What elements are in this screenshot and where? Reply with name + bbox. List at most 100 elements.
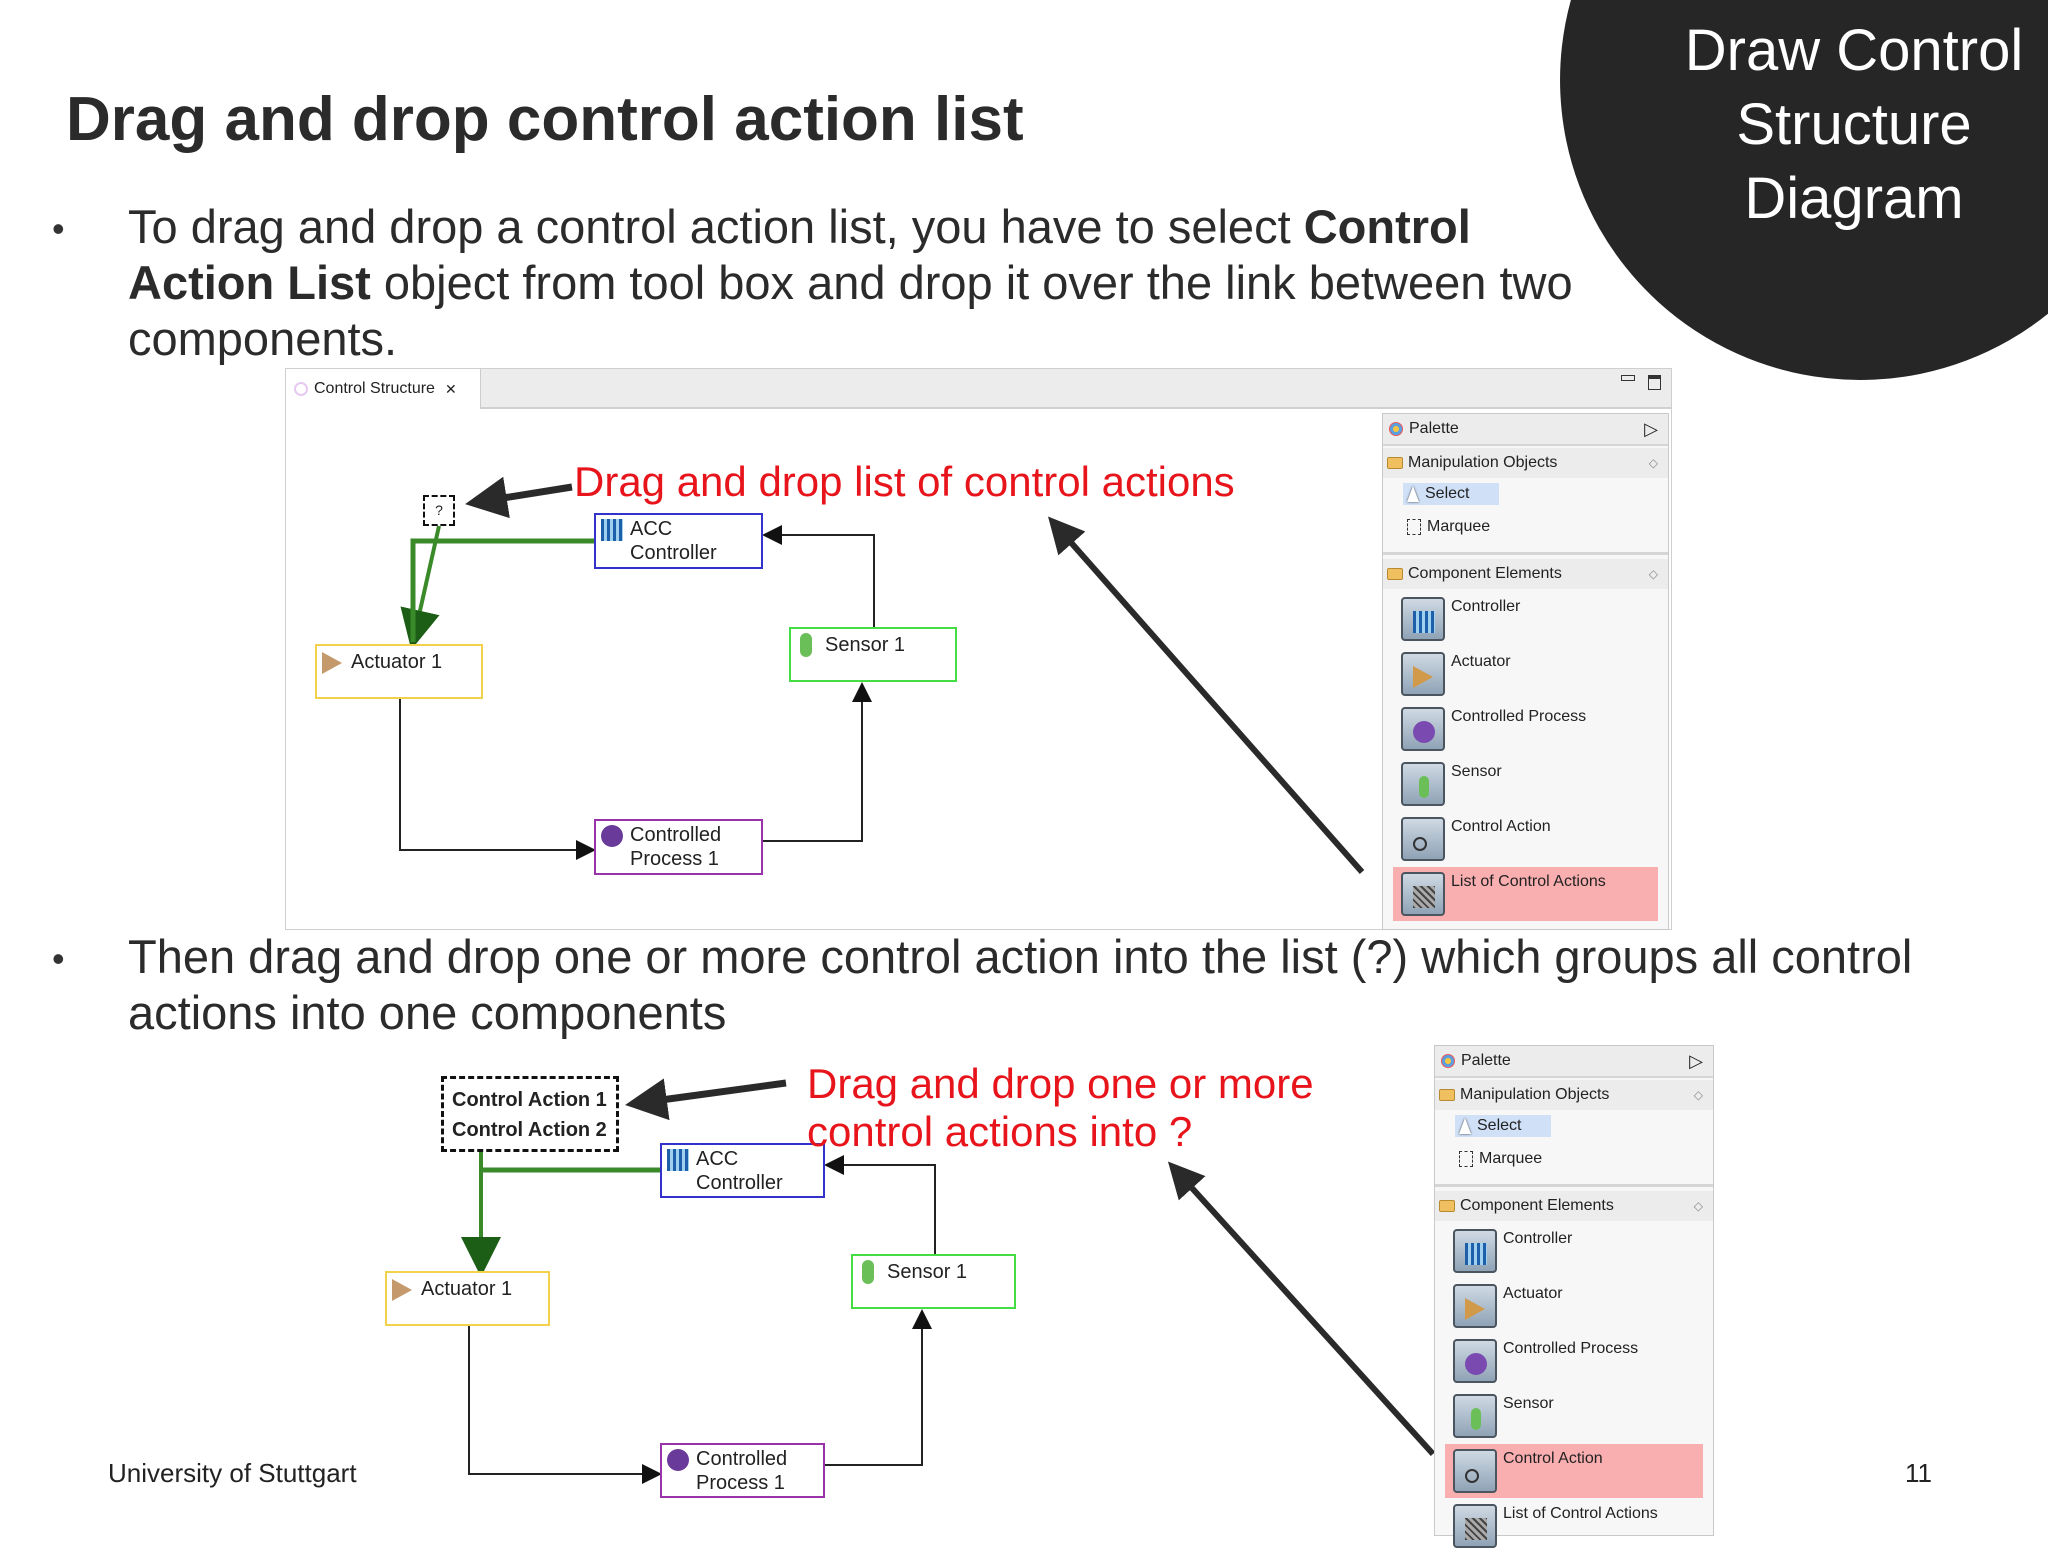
palette-item-label: List of Control Actions <box>1451 873 1606 890</box>
glyph <box>1465 1243 1487 1265</box>
maximize-icon[interactable] <box>1648 375 1661 390</box>
palette-title: Palette <box>1461 1052 1511 1069</box>
editor-tab-bar: Control Structure ✕ <box>286 369 1671 409</box>
folder-icon <box>1387 457 1403 469</box>
annotation-arrow <box>625 1078 787 1121</box>
palette-item-controlled-process[interactable]: Controlled Process <box>1393 702 1658 756</box>
annotation-arrow-long <box>1167 1161 1436 1457</box>
minimize-icon[interactable] <box>1621 375 1635 381</box>
glyph <box>1471 1408 1481 1430</box>
palette-header[interactable]: Palette ▷ <box>1383 414 1668 446</box>
link-process-to-sensor <box>763 682 872 842</box>
glyph <box>1465 1469 1479 1483</box>
palette-item-label: Select <box>1477 1117 1522 1134</box>
glyph <box>1465 1353 1487 1375</box>
palette-divider <box>1435 1184 1713 1187</box>
sensor-icon <box>1401 762 1445 806</box>
bullet-bold-text: Control Action List <box>128 200 1471 309</box>
palette-item-sensor[interactable]: Sensor <box>1393 757 1658 811</box>
clock-icon <box>601 825 623 847</box>
node-label: ACC <box>630 518 673 540</box>
palette-item-list-of-control-actions[interactable]: List of Control Actions <box>1445 1499 1703 1553</box>
node-acc-controller[interactable]: ACC Controller <box>660 1143 825 1198</box>
palette-item-actuator[interactable]: Actuator <box>1393 647 1658 701</box>
annotation-text: Drag and drop list of control actions <box>574 458 1235 505</box>
palette-item-controller[interactable]: Controller <box>1445 1224 1703 1278</box>
node-controlled-process[interactable]: Controlled Process 1 <box>660 1443 825 1498</box>
palette-item-select[interactable]: Select <box>1383 480 1668 508</box>
palette-item-controller[interactable]: Controller <box>1393 592 1658 646</box>
palette-item-label: Marquee <box>1479 1150 1543 1167</box>
tab-control-structure[interactable]: Control Structure ✕ <box>286 369 481 409</box>
diagram2-links <box>461 1078 1436 1484</box>
control-action-icon <box>1453 1449 1497 1493</box>
bullet-text: object from tool box and drop it over th… <box>128 256 1573 365</box>
node-sensor[interactable]: Sensor 1 <box>851 1254 1016 1309</box>
node-label: Process 1 <box>696 1472 785 1494</box>
diagram-icon <box>294 382 308 396</box>
palette-item-body[interactable]: Marquee <box>1403 516 1520 538</box>
palette-section-component-elements[interactable]: Component Elements◇ <box>1383 559 1668 589</box>
palette-item-label: Control Action <box>1503 1450 1603 1467</box>
palette-item-controlled-process[interactable]: Controlled Process <box>1445 1334 1703 1388</box>
node-sensor[interactable]: Sensor 1 <box>789 627 957 682</box>
palette-item-list-of-control-actions[interactable]: List of Control Actions <box>1393 867 1658 921</box>
control-action-list-placeholder[interactable]: ? <box>423 495 455 526</box>
node-label: ACC <box>696 1148 739 1170</box>
node-actuator[interactable]: Actuator 1 <box>385 1271 550 1326</box>
node-controlled-process[interactable]: Controlled Process 1 <box>594 819 763 875</box>
node-label: Process 1 <box>630 848 719 870</box>
section-toggle-icon[interactable]: ◇ <box>1648 567 1658 581</box>
marquee-icon <box>1459 1151 1473 1167</box>
palette-item-control-action[interactable]: Control Action <box>1445 1444 1703 1498</box>
annotation-arrow-long <box>1048 516 1365 874</box>
glyph <box>1413 837 1427 851</box>
section-toggle-icon[interactable]: ◇ <box>1693 1088 1703 1102</box>
section-toggle-icon[interactable]: ◇ <box>1648 456 1658 470</box>
palette-item-marquee[interactable]: Marquee <box>1435 1145 1713 1173</box>
palette-header[interactable]: Palette ▷ <box>1435 1046 1713 1078</box>
cursor-arrow-icon <box>1407 486 1419 502</box>
actuator-icon <box>1453 1284 1497 1328</box>
link-list-to-actuator <box>400 525 441 650</box>
slide-title: Drag and drop control action list <box>66 85 1024 154</box>
palette-item-select[interactable]: Select <box>1435 1112 1713 1140</box>
palette-section-manipulation-objects[interactable]: Manipulation Objects◇ <box>1435 1080 1713 1110</box>
palette-item-body[interactable]: Marquee <box>1455 1148 1572 1170</box>
list-of-control-actions-icon <box>1401 872 1445 916</box>
folder-icon <box>1387 568 1403 580</box>
palette-item-label: Actuator <box>1451 653 1511 670</box>
glyph <box>1465 1518 1487 1540</box>
glyph <box>1419 776 1429 798</box>
palette-item-sensor[interactable]: Sensor <box>1445 1389 1703 1443</box>
link-process-to-sensor <box>825 1309 932 1466</box>
badge-line: Diagram <box>1744 166 1964 231</box>
controller-icon <box>601 519 623 541</box>
collapse-palette-icon[interactable]: ▷ <box>1644 418 1658 439</box>
palette-item-body[interactable]: Select <box>1455 1115 1552 1137</box>
control-action-list[interactable]: Control Action 1 Control Action 2 <box>441 1076 619 1152</box>
palette-title: Palette <box>1409 420 1459 437</box>
glyph <box>1413 666 1433 688</box>
list-item-control-action[interactable]: Control Action 2 <box>452 1119 607 1141</box>
node-acc-controller[interactable]: ACC Controller <box>594 513 763 569</box>
palette-item-control-action[interactable]: Control Action <box>1393 812 1658 866</box>
collapse-palette-icon[interactable]: ▷ <box>1689 1050 1703 1071</box>
section-badge-circle <box>1560 0 2048 380</box>
annotation-line: control actions into ? <box>807 1108 1193 1155</box>
palette-item-marquee[interactable]: Marquee <box>1383 513 1668 541</box>
list-item-control-action[interactable]: Control Action 1 <box>452 1089 607 1111</box>
close-icon[interactable]: ✕ <box>444 380 457 397</box>
node-label: Controlled <box>696 1448 788 1470</box>
palette-section-component-elements[interactable]: Component Elements◇ <box>1435 1191 1713 1221</box>
palette-item-body[interactable]: Select <box>1403 483 1500 505</box>
palette-section-manipulation-objects[interactable]: Manipulation Objects ◇ <box>1383 448 1668 478</box>
link-sensor-to-controller <box>824 1155 936 1254</box>
palette-item-actuator[interactable]: Actuator <box>1445 1279 1703 1333</box>
control-action-icon <box>1401 817 1445 861</box>
node-actuator[interactable]: Actuator 1 <box>315 644 483 699</box>
section-toggle-icon[interactable]: ◇ <box>1693 1199 1703 1213</box>
section-label: Manipulation Objects <box>1408 454 1558 471</box>
footer-institution: University of Stuttgart <box>108 1458 357 1488</box>
